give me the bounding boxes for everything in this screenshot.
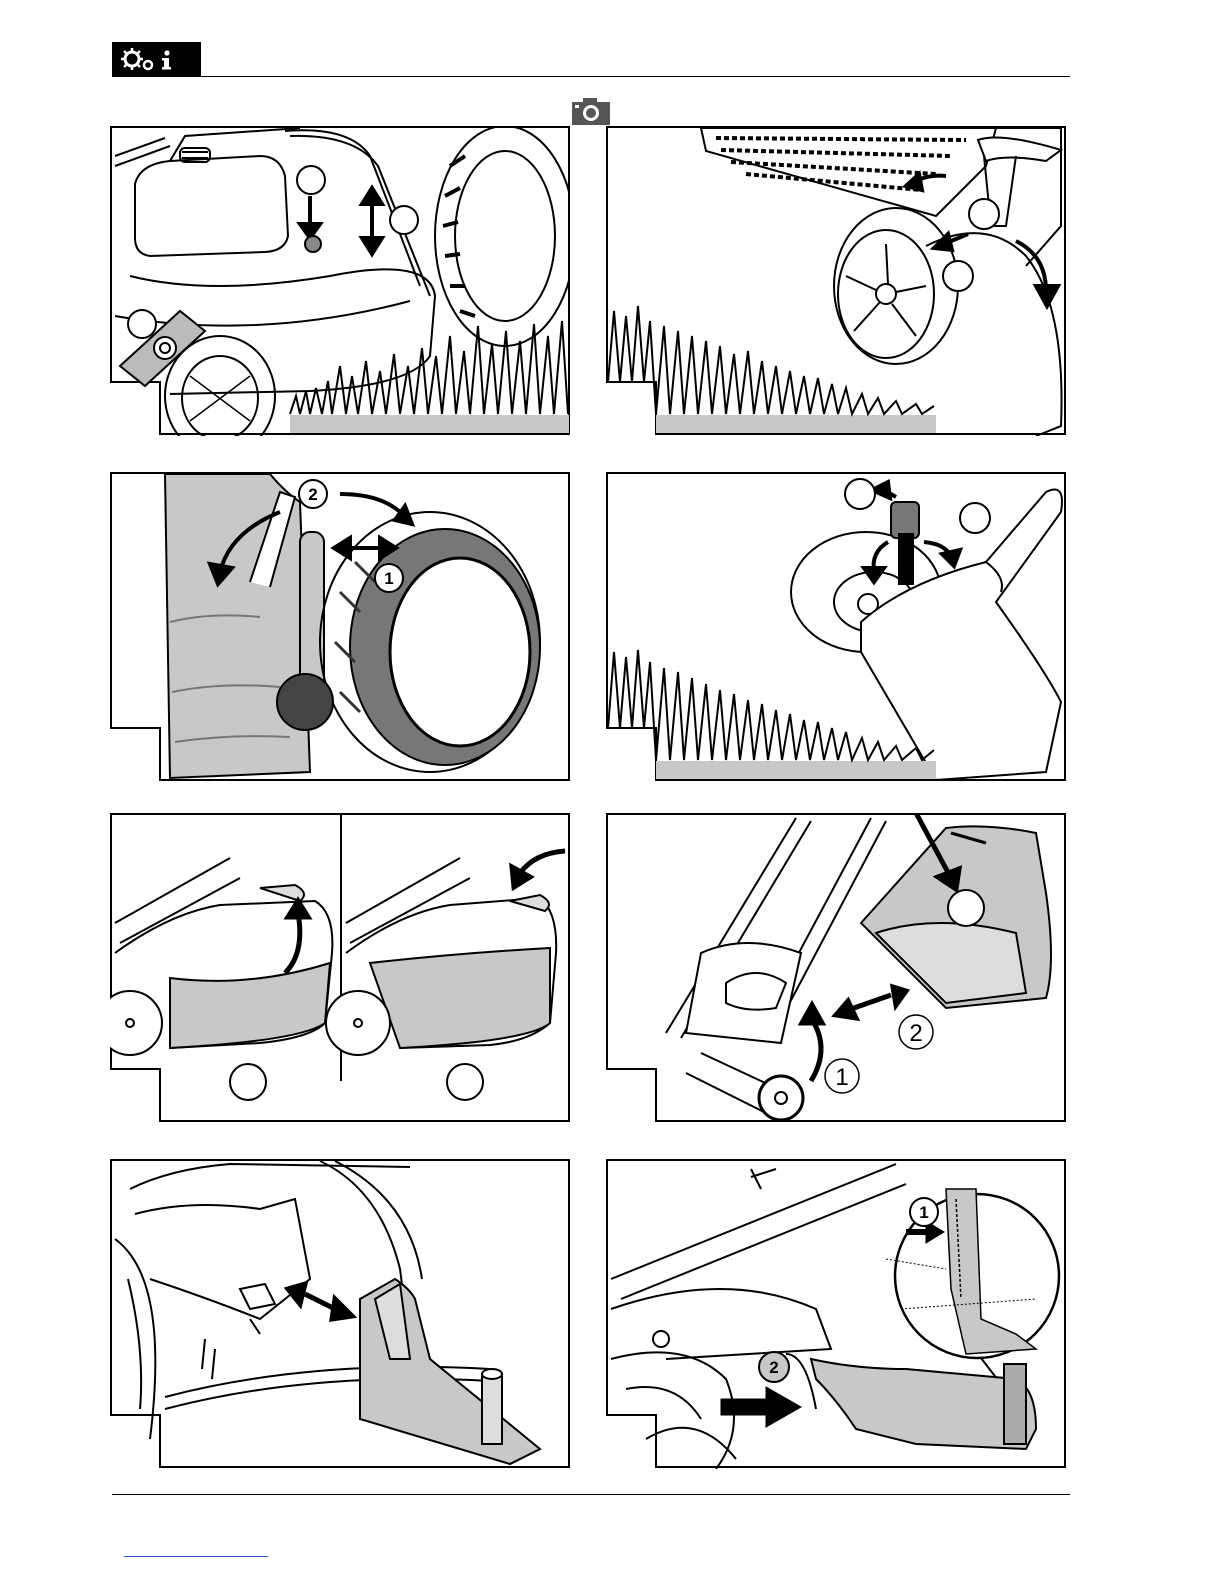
info-icon [162, 50, 171, 69]
figure-marker [948, 890, 984, 926]
figure-marker [128, 310, 156, 338]
figure-marker-label: 1 [919, 1203, 928, 1222]
figure-1-mower-engine [110, 126, 570, 436]
figure-marker [230, 1064, 266, 1100]
figure-marker-label: 1 [835, 1064, 848, 1091]
figure-marker [845, 479, 875, 509]
footer-link-underline[interactable] [124, 1556, 268, 1557]
gears-icon [121, 48, 152, 70]
header-badge [112, 42, 201, 77]
figure-4-lever-positions [606, 472, 1066, 782]
figure-3-wheel-adjust: 2 1 [110, 472, 570, 782]
figure-marker [390, 206, 418, 234]
figure-6-grass-bag: 2 1 [606, 813, 1066, 1123]
figure-marker [943, 261, 973, 291]
figure-marker [969, 199, 999, 229]
figure-5-flap-open-close [110, 813, 570, 1123]
figure-marker-label: 2 [308, 485, 317, 504]
figure-marker [447, 1064, 483, 1100]
figure-7-mulching-plug [110, 1159, 570, 1469]
figure-8-side-discharge: 1 2 [606, 1159, 1066, 1469]
figure-marker [297, 166, 325, 194]
figure-marker-label: 1 [384, 569, 393, 588]
figure-marker-label: 2 [769, 1358, 778, 1377]
figure-marker-label: 2 [909, 1020, 922, 1047]
header-rule [112, 76, 1070, 77]
camera-icon [572, 98, 610, 125]
footer-rule [112, 1494, 1070, 1495]
figure-2-height-lever [606, 126, 1066, 436]
figure-marker [960, 503, 990, 533]
